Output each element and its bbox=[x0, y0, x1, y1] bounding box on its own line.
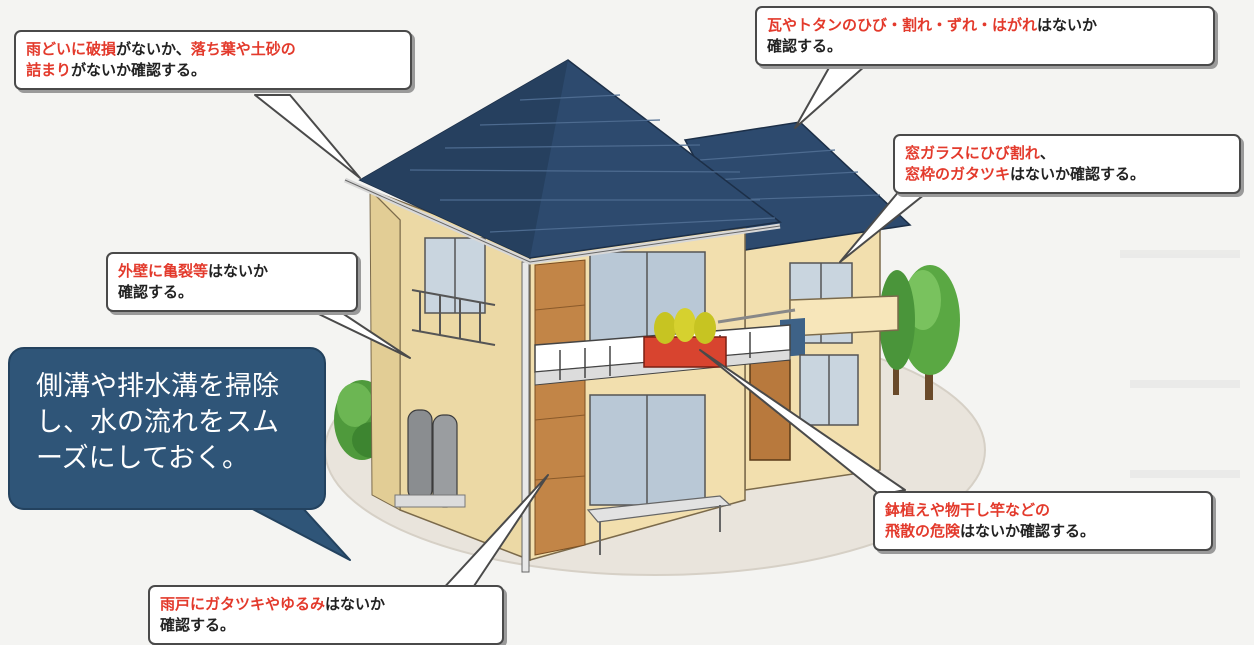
entrance-step bbox=[586, 495, 732, 555]
callout-highlight-text: 飛散の危険 bbox=[885, 522, 961, 540]
callout-planters: 鉢植えや物干し竿などの飛散の危険はないか確認する。 bbox=[873, 491, 1213, 551]
main-house bbox=[369, 188, 746, 573]
balcony bbox=[534, 308, 796, 386]
pointer-roof bbox=[794, 65, 866, 129]
main-roof bbox=[343, 59, 782, 265]
callout-text: 確認する。 bbox=[160, 616, 236, 634]
callout-line: 鉢植えや物干し竿などの bbox=[885, 500, 1201, 521]
callout-line: 窓枠のガタツキはないか確認する。 bbox=[905, 164, 1229, 185]
callout-text: がないか、 bbox=[116, 40, 191, 58]
callout-line: 雨戸にガタツキやゆるみはないか bbox=[160, 594, 492, 615]
callout-window: 窓ガラスにひび割れ、窓枠のガタツキはないか確認する。 bbox=[893, 134, 1241, 194]
speech-line: ーズにしておく。 bbox=[36, 443, 250, 474]
callout-text: 確認する。 bbox=[118, 283, 194, 301]
callout-line: 確認する。 bbox=[118, 282, 346, 303]
callout-line: 詰まりがないか確認する。 bbox=[26, 60, 400, 81]
callout-line: 雨どいに破損がないか、落ち葉や土砂の bbox=[26, 39, 400, 60]
callout-highlight-text: 雨どいに破損 bbox=[26, 40, 117, 58]
speech-bubble: 側溝や排水溝を掃除 し、水の流れをスム ーズにしておく。 bbox=[8, 347, 326, 510]
callout-highlight-text: 詰まり bbox=[26, 61, 72, 79]
callout-text: はないか bbox=[1037, 16, 1098, 34]
callout-text: がないか確認する。 bbox=[71, 61, 207, 79]
callout-text: はないか bbox=[208, 262, 269, 280]
callout-highlight-text: 鉢植えや物干し竿などの bbox=[885, 501, 1051, 519]
pointer-gutter bbox=[254, 94, 361, 179]
speech-line: 側溝や排水溝を掃除 bbox=[36, 371, 279, 402]
callout-text: 確認する。 bbox=[767, 37, 843, 55]
callout-line: 窓ガラスにひび割れ、 bbox=[905, 143, 1229, 164]
callout-line: 確認する。 bbox=[767, 36, 1203, 57]
callout-line: 瓦やトタンのひび・割れ・ずれ・はがれはないか bbox=[767, 15, 1203, 36]
callout-gutter: 雨どいに破損がないか、落ち葉や土砂の詰まりがないか確認する。 bbox=[14, 30, 412, 90]
callout-line: 飛散の危険はないか確認する。 bbox=[885, 521, 1201, 542]
callout-text: はないか確認する。 bbox=[1010, 165, 1146, 183]
callout-highlight-text: 雨戸にガタツキやゆるみ bbox=[160, 595, 326, 613]
callout-highlight-text: 窓枠のガタツキ bbox=[905, 165, 1011, 183]
callout-highlight-text: 落ち葉や土砂の bbox=[190, 40, 296, 58]
callout-wall: 外壁に亀裂等はないか確認する。 bbox=[106, 252, 358, 312]
speech-line: し、水の流れをスム bbox=[36, 407, 279, 438]
callout-highlight-text: 瓦やトタンのひび・割れ・ずれ・はがれ bbox=[767, 16, 1038, 34]
callout-text: 、 bbox=[1039, 144, 1055, 162]
callout-text: はないか確認する。 bbox=[960, 522, 1096, 540]
callout-roof: 瓦やトタンのひび・割れ・ずれ・はがれはないか確認する。 bbox=[755, 6, 1215, 66]
callout-line: 外壁に亀裂等はないか bbox=[118, 261, 346, 282]
callout-highlight-text: 外壁に亀裂等 bbox=[118, 262, 209, 280]
callout-shutter: 雨戸にガタツキやゆるみはないか確認する。 bbox=[148, 585, 504, 645]
callout-highlight-text: 窓ガラスにひび割れ bbox=[905, 144, 1040, 162]
callout-text: はないか bbox=[325, 595, 386, 613]
callout-line: 確認する。 bbox=[160, 615, 492, 636]
pointer-speech bbox=[244, 504, 351, 561]
